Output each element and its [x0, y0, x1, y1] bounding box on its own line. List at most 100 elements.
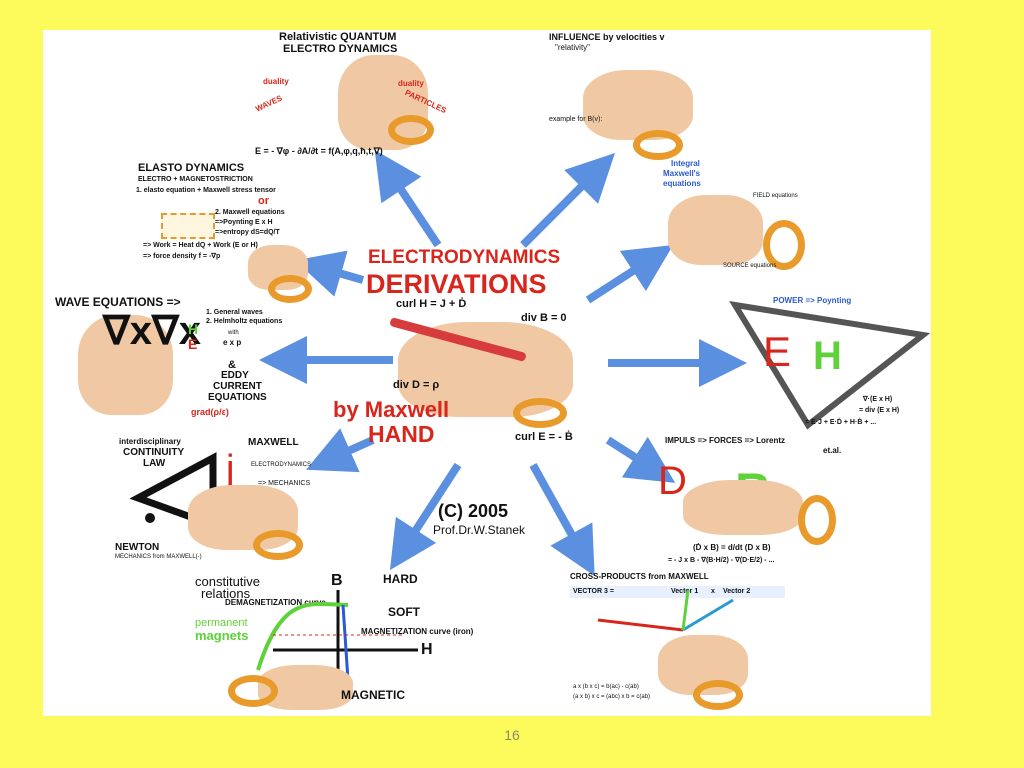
integral-title-line2: Maxwell's: [663, 169, 701, 178]
constitutive-magnetic: MAGNETIC: [341, 688, 405, 702]
wave-grad: grad(ρ/ε): [191, 407, 229, 417]
integral-field-label: FIELD equations: [753, 193, 798, 199]
center-title-line1: ELECTRODYNAMICS: [368, 247, 561, 268]
qed-title-line2: ELECTRO DYNAMICS: [283, 43, 398, 55]
elasto-force: => force density f = -∇p: [143, 253, 221, 260]
power-h-letter: H: [813, 334, 842, 378]
arrow-to-cross: [529, 463, 595, 576]
qed-title-line1: Relativistic QUANTUM: [279, 31, 397, 43]
integral-title-line3: equations: [663, 179, 701, 188]
continuity-newton: NEWTON: [115, 542, 160, 553]
wave-item2: 2. Helmholtz equations: [206, 318, 283, 325]
center-hand-word: HAND: [368, 421, 435, 447]
velocity-example: example for B(v):: [549, 116, 603, 123]
power-e-letter: E: [763, 328, 792, 375]
elasto-item2: 2. Maxwell equations: [215, 209, 285, 216]
center-curl-e: curl E = - Ḃ: [515, 431, 573, 443]
arrow-to-elasto: [294, 250, 365, 297]
elasto-entropy: =>entropy dS=dQ/T: [215, 229, 280, 236]
impuls-etal: et.al.: [823, 446, 842, 455]
elasto-subtitle: ELECTRO + MAGNETOSTRICTION: [138, 176, 253, 183]
power-bottom: = E·J + E·Ḋ + H·Ḃ + ...: [805, 419, 877, 426]
velocity-title: INFLUENCE by velocities v: [549, 32, 665, 42]
wave-exp: e x p: [223, 338, 242, 347]
cross-title: CROSS-PRODUCTS from MAXWELL: [570, 572, 709, 581]
center-by-maxwell: by Maxwell: [333, 397, 450, 422]
wave-with: with: [228, 330, 239, 336]
constitutive-demag: DEMAGNETIZATION curve: [225, 598, 326, 607]
wave-eddy3: EQUATIONS: [208, 392, 267, 403]
arrow-to-impuls: [605, 436, 676, 483]
continuity-newton-sub: MECHANICS from MAXWELL(-): [115, 554, 202, 560]
wave-and: &: [228, 359, 236, 371]
constitutive-soft: SOFT: [388, 605, 420, 619]
constitutive-permanent2: magnets: [195, 628, 249, 643]
constitutive-title1: constitutive: [195, 574, 261, 589]
elasto-coil-graphic: [161, 213, 215, 239]
continuity-mechanics: => MECHANICS: [258, 480, 311, 487]
wave-nabla: ∇x∇x: [103, 309, 202, 353]
constitutive-b-axis: B: [331, 572, 343, 589]
power-title: POWER => Poynting: [773, 296, 852, 305]
power-div1: ∇·(E x H): [863, 396, 893, 403]
power-triangle: [729, 301, 931, 430]
velocity-hand-image: [583, 70, 693, 140]
integral-ring: [763, 220, 805, 270]
constitutive-title2: relations: [201, 586, 251, 601]
integral-source-label: SOURCE equations: [723, 263, 777, 269]
wave-hand-image: [78, 315, 173, 415]
qed-equation: E = - ∇φ - ∂A/∂t = f(A,φ,q,ħ,t,∇): [255, 146, 383, 156]
wave-item1: 1. General waves: [206, 309, 263, 316]
elasto-work: => Work = Heat dQ + Work (E or H): [143, 242, 258, 249]
center-title-line2: DERIVATIONS: [366, 269, 547, 299]
integral-hand-image: [668, 195, 763, 265]
center-curl-h: curl H = J + Ḋ: [396, 298, 467, 310]
impuls-d: D: [658, 459, 687, 503]
arrow-to-integral: [585, 244, 674, 304]
constitutive-hard: HARD: [383, 572, 418, 586]
cross-triple: a x (b x c) = b(ac) - c(ab): [573, 684, 639, 690]
center-div-d: div D = ρ: [393, 379, 440, 391]
cross-vectors-graphic: [597, 589, 734, 632]
wave-he: H: [188, 321, 199, 337]
continuity-title2: CONTINUITY: [123, 447, 185, 458]
center-div-b: div B = 0: [521, 312, 567, 324]
impuls-title: IMPULS => FORCES => Lorentz: [665, 436, 786, 445]
cross-header-bar: [570, 586, 785, 598]
cross-vector1: Vector 1: [671, 588, 699, 595]
cross-ring: [693, 680, 743, 710]
power-div2: = div (E x H): [859, 407, 900, 414]
copyright-year: (C) 2005: [438, 501, 509, 521]
impuls-eq1: (Ḋ x B) = d/dt (D x B): [693, 543, 771, 552]
wave-eddy2: CURRENT: [213, 381, 262, 392]
cross-vector2: Vector 2: [723, 588, 751, 595]
constitutive-ring: [228, 675, 278, 707]
continuity-title3: LAW: [143, 458, 166, 469]
slide-canvas: ELECTRODYNAMICS DERIVATIONS curl H = J +…: [43, 30, 931, 716]
page-number: 16: [504, 727, 520, 743]
velocity-ring: [633, 130, 683, 160]
integral-title-line1: Integral: [671, 159, 700, 168]
qed-ring: [388, 115, 434, 145]
arrow-to-continuity: [306, 428, 375, 473]
elasto-item1: 1. elasto equation + Maxwell stress tens…: [136, 187, 276, 194]
arrow-to-constitutive: [389, 462, 462, 571]
center-ring: [513, 398, 567, 428]
elasto-poynting: =>Poynting E x H: [215, 219, 273, 226]
continuity-title1: interdisciplinary: [119, 437, 181, 446]
continuity-j: j: [226, 448, 235, 490]
constitutive-permanent1: permanent: [195, 617, 248, 629]
constitutive-magnetization: MAGNETIZATION curve (iron): [361, 627, 474, 636]
velocity-relativity: "relativity": [555, 43, 591, 52]
impuls-hand-image: [683, 480, 803, 535]
continuity-ring: [253, 530, 303, 560]
arrow-to-velocity: [520, 153, 615, 248]
elasto-title: ELASTO DYNAMICS: [138, 162, 245, 174]
arrow-layer: [259, 150, 747, 576]
cross-triple2: (a x b) x c = (abc) x b = c(ab): [573, 694, 651, 700]
wave-title: WAVE EQUATIONS =>: [55, 295, 181, 309]
cross-times: x: [711, 588, 715, 595]
constitutive-h-axis: H: [421, 641, 433, 658]
impuls-eq2: = - J x B - ∇(B·H/2) - ∇(D·E/2) - ...: [668, 557, 775, 564]
wave-eddy1: EDDY: [221, 370, 249, 381]
